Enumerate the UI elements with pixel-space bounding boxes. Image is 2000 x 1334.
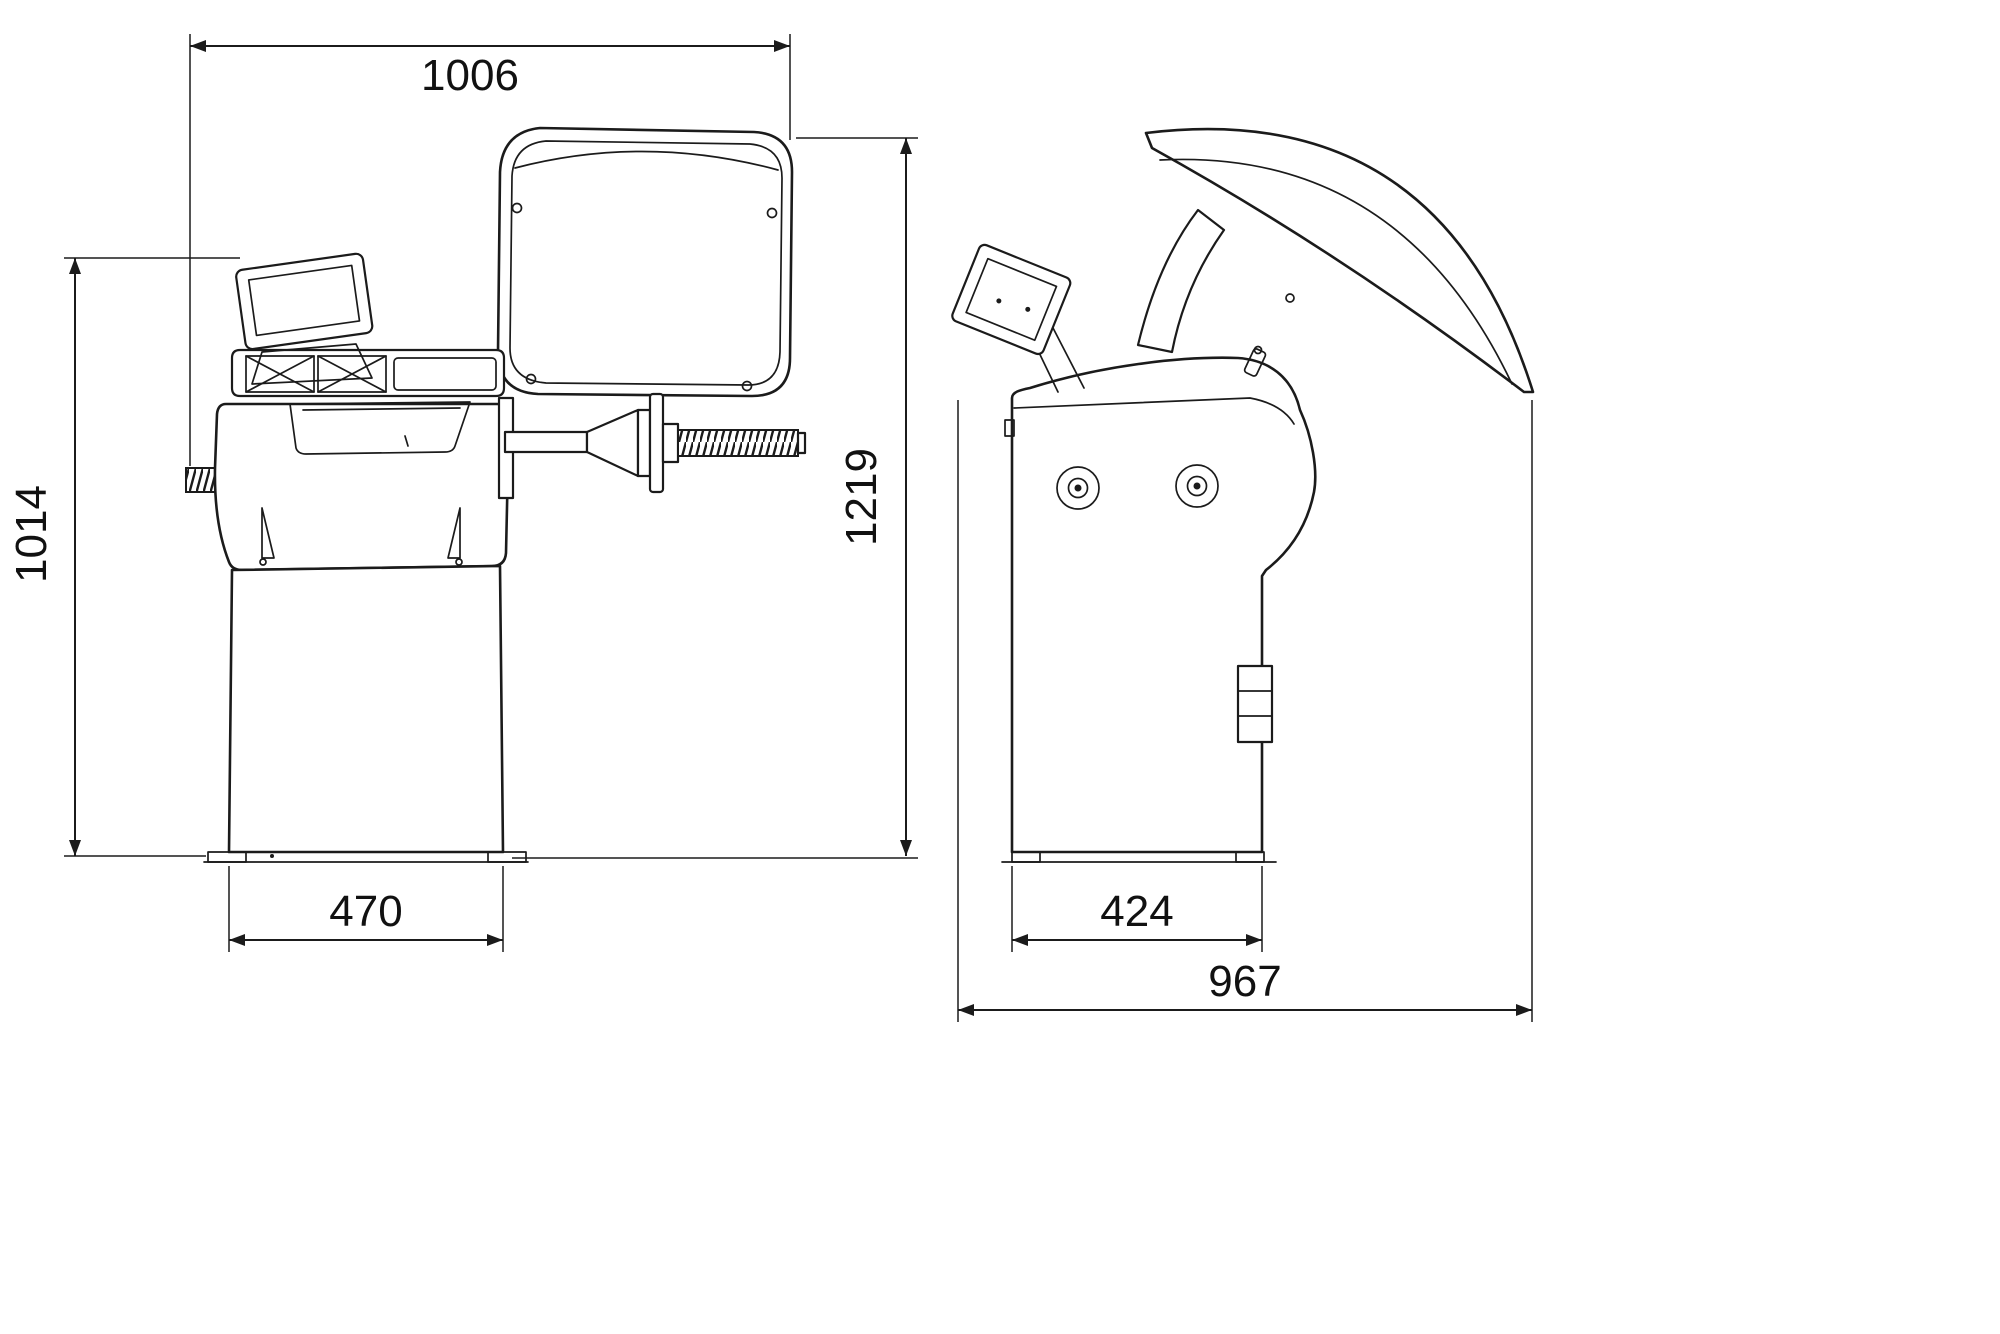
- bolt-right: [1175, 464, 1219, 508]
- dimension-front-height-right: 1219: [512, 137, 918, 859]
- weight-tray: [230, 348, 506, 398]
- dim-label-side-cabinet-depth: 424: [1100, 887, 1173, 936]
- shaft-assembly: [497, 392, 807, 500]
- dimension-front-width: 1006: [189, 34, 791, 466]
- cabinet-side: [1001, 345, 1317, 863]
- threaded-shaft: [677, 429, 799, 457]
- wheel-guard-side: [1144, 127, 1535, 394]
- dimension-front-height-left: 1014: [7, 257, 240, 857]
- dim-label-front-height-left: 1014: [7, 485, 56, 583]
- machine-body: [213, 401, 511, 572]
- hood-strut: [1136, 208, 1226, 354]
- cabinet-front: [203, 564, 529, 863]
- front-view: [185, 126, 807, 863]
- dimension-side-cabinet-depth: 424: [1011, 866, 1263, 952]
- side-panel-box: [1236, 664, 1274, 744]
- dimension-front-base: 470: [228, 866, 504, 952]
- dim-label-front-base: 470: [329, 887, 402, 936]
- side-display: [951, 243, 1085, 393]
- side-view: [951, 127, 1535, 863]
- dim-label-side-overall-depth: 967: [1208, 957, 1281, 1006]
- dimension-side-overall-depth: 967: [957, 400, 1533, 1022]
- wheel-guard-front: [496, 126, 794, 398]
- display-monitor: [235, 252, 374, 385]
- bolt-left: [1056, 466, 1100, 510]
- dim-label-front-height-right: 1219: [837, 448, 886, 546]
- dim-label-front-width: 1006: [421, 51, 519, 100]
